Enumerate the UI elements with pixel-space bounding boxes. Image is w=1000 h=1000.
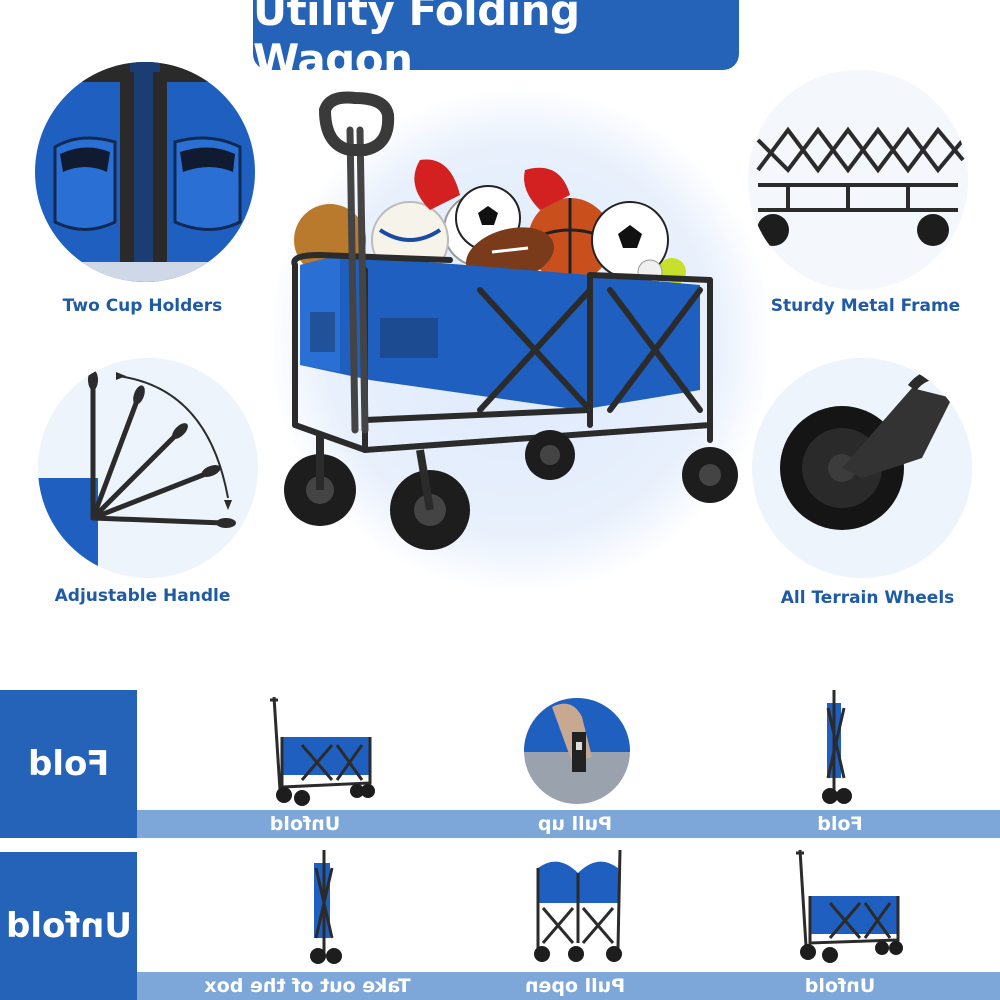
fold-caption-pull-up: Pull up: [537, 813, 613, 835]
feature-caption-metal-frame: Sturdy Metal Frame: [770, 296, 961, 316]
unfold-caption-strip: [137, 972, 1000, 1000]
fold-step-folded-image: [822, 690, 852, 804]
metal-frame-closeup-icon: [748, 70, 968, 290]
unfold-label-text: Unfold: [5, 906, 132, 946]
page-title: Utility Folding Wagon: [253, 0, 580, 84]
title-banner: Utility Folding Wagon: [253, 0, 739, 84]
wheel-closeup-icon: [752, 358, 972, 578]
feature-caption-terrain-wheels: All Terrain Wheels: [780, 588, 955, 608]
unfold-caption-take-out: Take out of the box: [204, 975, 411, 997]
unfold-caption-unfold: Unfold: [804, 975, 876, 997]
unfold-caption-pull-open: Pull open: [524, 975, 626, 997]
handle-angle-positions-icon: [38, 358, 258, 578]
unfold-section-label: Unfold: [0, 852, 137, 1000]
hero-wagon-image: [284, 91, 738, 550]
fold-section-label: Fold: [0, 690, 137, 838]
unfold-step-folded-image: [310, 850, 342, 964]
fold-step-pull-up-image: [524, 698, 630, 804]
fold-caption-fold: Fold: [817, 813, 863, 835]
feature-caption-cup-holders: Two Cup Holders: [62, 296, 223, 316]
unfold-step-wagon-open-image: [796, 849, 903, 963]
unfold-step-pull-open-image: [534, 849, 622, 962]
fold-step-wagon-open-image: [270, 696, 375, 806]
feature-caption-adjustable-handle: Adjustable Handle: [54, 586, 231, 606]
cup-holder-closeup-icon: [35, 62, 255, 282]
fold-label-text: Fold: [27, 744, 110, 784]
fold-caption-strip: [137, 810, 1000, 838]
fold-caption-unfold: Unfold: [269, 813, 341, 835]
